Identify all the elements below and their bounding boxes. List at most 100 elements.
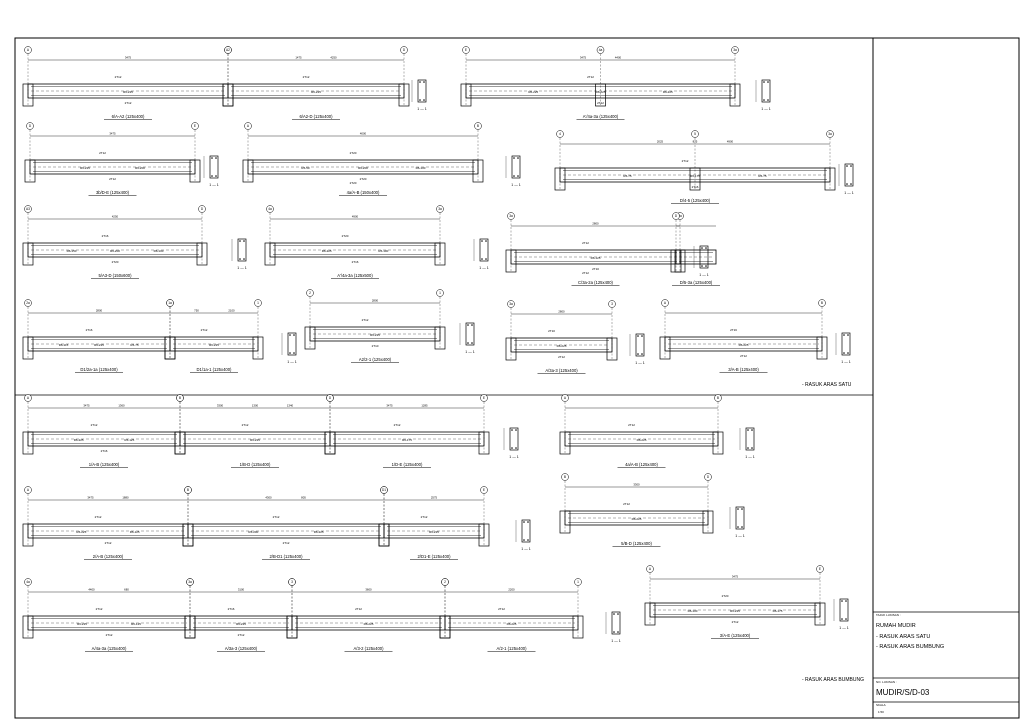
dimension-value: 2200 [508, 588, 515, 592]
dimension-value: 4900 [727, 140, 734, 144]
section-1-1 [417, 79, 427, 103]
link-spacing-label: R6-225 [322, 249, 332, 253]
grid-bubble [672, 212, 680, 220]
link-spacing-label: R6-200 [358, 166, 368, 170]
section-label: 1 — 1 [635, 361, 645, 365]
rebar-label: 2T20 [342, 234, 349, 238]
rebar-label: 2T16 [352, 260, 359, 264]
beam-elevation [29, 159, 196, 175]
section-1-1 [839, 598, 849, 622]
rebar-label: 2T12 [682, 159, 689, 163]
rebar-label: 2T12 [303, 75, 310, 79]
drawing-no-label: NO. LUKISAN : [876, 680, 897, 684]
beam-elevation [27, 242, 203, 258]
beam-title: 1/A-B (125x400) [89, 462, 120, 467]
rebar-label: 2T12 [99, 151, 106, 155]
beam-title: 3/A-E (125x400) [720, 633, 751, 638]
contents-item-1: - RASUK ARAS SATU [876, 634, 931, 640]
grid-bubble [244, 122, 252, 130]
grid-bubble [441, 578, 449, 586]
link-spacing-label: R6-225 [80, 166, 90, 170]
link-spacing-label: R6-100 [154, 249, 164, 253]
rebar-label: 2T12 [273, 515, 280, 519]
beam-elevation [444, 615, 579, 631]
column-support [554, 167, 566, 191]
rebar-label: 2T12 [355, 607, 362, 611]
section-label: 1 — 1 [521, 547, 531, 551]
grid-bubble [556, 130, 564, 138]
link-spacing-label: R6-225 [74, 438, 84, 442]
link-spacing-label: R6-175 [690, 174, 700, 178]
grid-label: B [564, 475, 566, 479]
dimension-value: 1880 [122, 496, 129, 500]
column-support [264, 242, 276, 266]
dimension-value: 3475 [83, 404, 90, 408]
section-1-1 [735, 506, 745, 530]
beam-title: C/3a-2a (125x400) [578, 280, 614, 285]
grid-bubble [714, 394, 722, 402]
link-spacing-label: R6-200 [248, 530, 258, 534]
grid-label: 1a [168, 301, 172, 305]
dimension-value: 3475 [580, 56, 587, 60]
grid-bubble [816, 565, 824, 573]
beam-title: D1/2a-1a (125x400) [80, 367, 118, 372]
beam-title: D/4-5 (125x400) [680, 198, 711, 203]
section-label: 1 — 1 [844, 191, 854, 195]
dimension-value: 3475 [125, 56, 132, 60]
dimension-value: 3100 [238, 588, 245, 592]
grid-label: 4a [26, 580, 30, 584]
grid-label: A [247, 124, 250, 128]
beam-elevation [564, 431, 719, 447]
beam-title: 4a/A-B (125x400) [625, 462, 658, 467]
grid-bubble [176, 394, 184, 402]
section-1-1 [761, 79, 771, 103]
grid-bubble [474, 122, 482, 130]
link-spacing-label: R6-125 [124, 438, 134, 442]
beam-title: 2/D1-E (125x400) [417, 554, 451, 559]
beam-title: A/3a-3 (125x400) [545, 368, 578, 373]
beam-elevation [383, 523, 485, 539]
column-support [434, 326, 446, 350]
link-spacing-label: R6-225 [209, 343, 219, 347]
beam-title: 6/A-A2 (125x400) [112, 114, 145, 119]
grid-bubble [480, 394, 488, 402]
grid-bubble [507, 300, 515, 308]
grid-label: A2 [226, 48, 230, 52]
dimension-value: 2800 [592, 222, 599, 226]
rebar-label: 2T12 [732, 620, 739, 624]
column-support [712, 431, 724, 455]
rebar-label: 2T20 [350, 181, 357, 185]
section-label: 1 — 1 [465, 350, 475, 354]
grid-bubble [166, 299, 174, 307]
beam-elevation [227, 83, 405, 99]
beam-title: 6/A2-D (125x400) [299, 114, 333, 119]
beam-elevation [564, 510, 709, 526]
grid-bubble [574, 578, 582, 586]
grid-label: E [194, 124, 196, 128]
link-spacing-label: R6-225 [94, 343, 104, 347]
beam-title: 3b/D-E (125x400) [96, 190, 130, 195]
beam-title: D/5-3a (125x400) [680, 280, 713, 285]
column-support [184, 615, 196, 639]
grid-label: B [717, 396, 719, 400]
grid-bubble [326, 394, 334, 402]
beam-elevation [329, 431, 485, 447]
link-spacing-label: R6-225 [730, 609, 740, 613]
grid-label: A [27, 48, 30, 52]
section-label: 1 — 1 [417, 107, 427, 111]
section-1-1 [509, 427, 519, 451]
grid-label: D [329, 396, 332, 400]
rebar-label: 2T12 [105, 541, 112, 545]
grid-bubble [818, 299, 826, 307]
link-spacing-label: R6-200 [135, 166, 145, 170]
column-support [182, 523, 194, 547]
grid-bubble [436, 205, 444, 213]
